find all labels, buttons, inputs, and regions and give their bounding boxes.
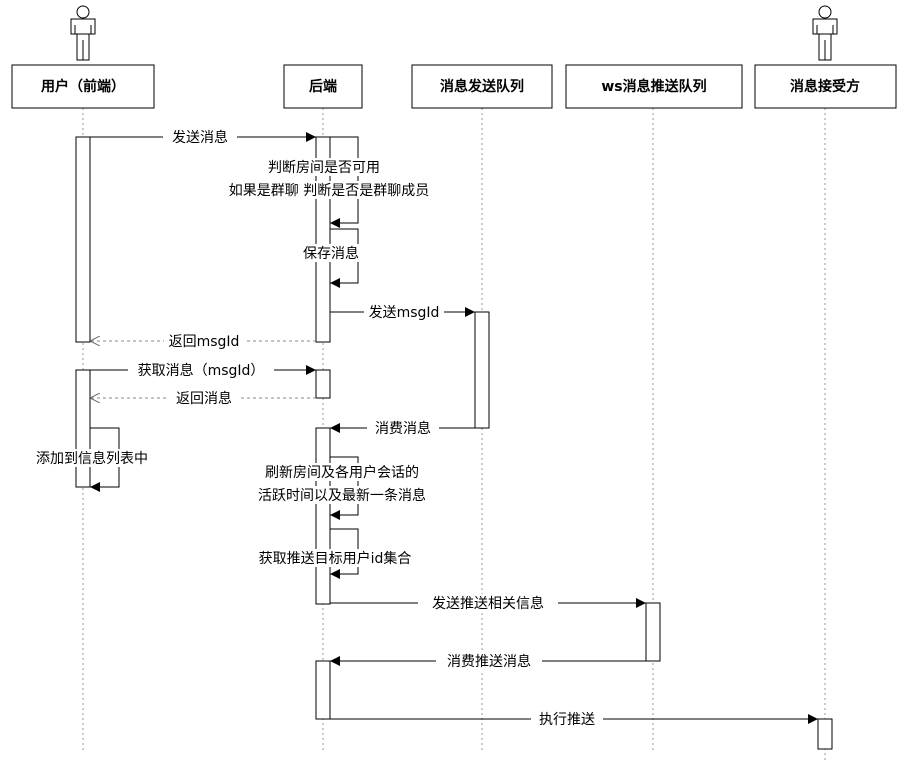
backend-activation-3	[315, 427, 331, 605]
message-get-message: 获取消息（msgId）	[90, 361, 316, 379]
backend-activation-4	[315, 660, 331, 720]
execute-push-label: 执行推送	[539, 712, 595, 728]
participant-receiver: 消息接受方	[754, 64, 897, 109]
participant-send-queue: 消息发送队列	[411, 64, 553, 109]
participant-send-queue-label: 消息发送队列	[440, 78, 524, 95]
backend-activation-2	[315, 369, 331, 399]
consume-push-label: 消费推送消息	[447, 653, 531, 670]
message-consume-push: 消费推送消息	[330, 652, 646, 670]
get-message-label: 获取消息（msgId）	[138, 362, 265, 379]
message-return-msgid: 返回msgId	[90, 332, 316, 350]
message-consume-message: 消费消息	[330, 419, 475, 437]
message-send-message: 发送消息	[90, 128, 316, 146]
participant-user-label: 用户（前端）	[41, 78, 125, 95]
send-push-info-label: 发送推送相关信息	[432, 595, 544, 612]
consume-message-label: 消费消息	[375, 420, 431, 437]
receiver-actor-icon	[812, 5, 838, 61]
add-to-list-label: 添加到信息列表中	[36, 450, 148, 467]
participant-backend: 后端	[283, 64, 363, 109]
participant-backend-label: 后端	[309, 78, 337, 95]
message-refresh: 刷新房间及各用户会话的 活跃时间以及最新一条消息	[238, 456, 446, 520]
ws-queue-activation	[645, 602, 661, 662]
receiver-activation	[817, 718, 833, 750]
message-send-msgid: 发送msgId	[330, 303, 475, 321]
return-msgid-label: 返回msgId	[169, 334, 240, 350]
participant-ws-queue-label: ws消息推送队列	[601, 78, 706, 95]
get-push-targets-label: 获取推送目标用户id集合	[259, 550, 412, 567]
check-room-label-line2: 如果是群聊 判断是否是群聊成员	[229, 183, 429, 199]
refresh-label-line1: 刷新房间及各用户会话的	[265, 464, 419, 481]
message-check-room: 判断房间是否可用 如果是群聊 判断是否是群聊成员	[204, 136, 454, 228]
user-actor-icon	[70, 5, 96, 61]
refresh-label-line2: 活跃时间以及最新一条消息	[258, 487, 426, 504]
return-message-label: 返回消息	[176, 390, 232, 407]
message-add-to-list: 添加到信息列表中	[22, 427, 162, 492]
message-get-push-targets: 获取推送目标用户id集合	[234, 528, 436, 579]
user-activation-1	[75, 136, 91, 343]
participant-ws-queue: ws消息推送队列	[565, 64, 743, 109]
participant-user: 用户（前端）	[11, 64, 155, 109]
message-send-push-info: 发送推送相关信息	[330, 594, 646, 612]
message-return-message: 返回消息	[90, 389, 316, 407]
check-room-label-line1: 判断房间是否可用	[268, 160, 380, 176]
save-message-label: 保存消息	[303, 245, 359, 262]
send-queue-activation	[474, 311, 490, 429]
message-execute-push: 执行推送	[330, 710, 818, 728]
message-save-message: 保存消息	[295, 228, 367, 288]
send-msgid-label: 发送msgId	[369, 305, 440, 321]
participant-receiver-label: 消息接受方	[790, 78, 860, 95]
user-activation-2	[75, 369, 91, 488]
send-message-label: 发送消息	[172, 129, 228, 146]
